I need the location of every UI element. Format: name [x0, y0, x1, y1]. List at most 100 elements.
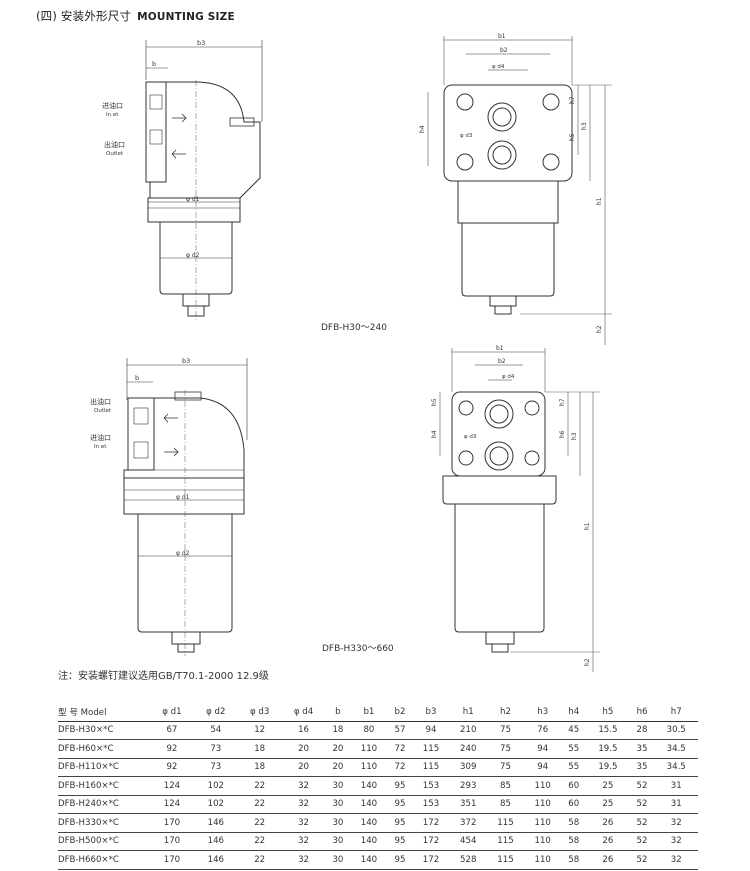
table-header-cell: φ d1 [150, 703, 194, 722]
table-cell: DFB-H160×*C [58, 776, 150, 796]
table-cell: 28 [629, 721, 655, 740]
label-inlet-en: In et [106, 112, 119, 118]
table-cell: 95 [387, 850, 413, 870]
table-cell: 309 [449, 758, 487, 777]
table-cell: 22 [237, 850, 282, 870]
table-cell: 32 [654, 850, 698, 870]
table-cell: 80 [350, 721, 388, 740]
dim-h7-large: h7 [559, 398, 566, 406]
table-cell: 22 [237, 795, 282, 814]
dim-d1-large: φ d1 [176, 494, 190, 501]
table-cell: 73 [193, 739, 238, 759]
table-cell: 34.5 [654, 758, 698, 777]
side-view-large: b3 b φ d1 φ d2 出油口 Outlet 进油口 In et [90, 357, 248, 656]
table-cell: 170 [150, 813, 194, 833]
table-cell: 55 [561, 758, 587, 777]
table-cell: 52 [629, 850, 655, 870]
label-inlet-cn: 进油口 [102, 101, 123, 110]
table-cell: 102 [193, 795, 238, 814]
dim-b-large: b [135, 374, 139, 382]
table-header-cell: h2 [486, 703, 525, 722]
table-cell: 16 [281, 721, 326, 740]
dim-d4-large: φ d4 [502, 374, 515, 380]
table-cell: 76 [524, 721, 562, 740]
table-cell: 12 [237, 721, 282, 740]
dim-d2-large: φ d2 [176, 550, 190, 557]
table-cell: DFB-H500×*C [58, 832, 150, 851]
table-cell: 140 [350, 850, 388, 870]
table-cell: 115 [412, 739, 450, 759]
dim-h3-large: h3 [571, 432, 578, 440]
dim-h2: h2 [596, 325, 603, 333]
label-inlet-en-large: In et [94, 444, 107, 450]
table-cell: 172 [412, 850, 450, 870]
dim-b1: b1 [498, 33, 506, 40]
table-cell: 146 [193, 813, 238, 833]
table-cell: DFB-H660×*C [58, 850, 150, 870]
table-cell: 170 [150, 832, 194, 851]
table-header-cell: b1 [350, 703, 388, 722]
table-cell: 15.5 [586, 721, 630, 740]
table-cell: 146 [193, 832, 238, 851]
table-cell: 26 [586, 850, 630, 870]
front-view-small: b1 b2 φ d4 φ d3 h4 h7 h5 h3 h1 h2 [419, 33, 612, 345]
table-cell: 115 [412, 758, 450, 777]
table-cell: 52 [629, 813, 655, 833]
table-cell: DFB-H240×*C [58, 795, 150, 814]
table-cell: 94 [524, 739, 562, 759]
table-cell: 18 [237, 739, 282, 759]
table-header-cell: h5 [586, 703, 630, 722]
table-cell: 22 [237, 832, 282, 851]
table-cell: 210 [449, 721, 487, 740]
table-header-cell: h4 [561, 703, 587, 722]
table-cell: 45 [561, 721, 587, 740]
table-cell: DFB-H30×*C [58, 721, 150, 740]
table-cell: 72 [387, 739, 413, 759]
table-cell: 35 [629, 739, 655, 759]
table-cell: 19.5 [586, 739, 630, 759]
table-cell: 72 [387, 758, 413, 777]
dim-b2: b2 [500, 47, 508, 54]
table-cell: 75 [486, 758, 525, 777]
table-cell: 22 [237, 813, 282, 833]
table-cell: 172 [412, 813, 450, 833]
table-cell: DFB-H60×*C [58, 739, 150, 759]
table-header-cell: h7 [654, 703, 698, 722]
table-cell: 34.5 [654, 739, 698, 759]
table-cell: 18 [237, 758, 282, 777]
label-outlet-en: Outlet [106, 151, 124, 157]
table-cell: 58 [561, 813, 587, 833]
table-cell: 32 [281, 850, 326, 870]
table-cell: 32 [654, 813, 698, 833]
table-cell: 293 [449, 776, 487, 796]
table-cell: 67 [150, 721, 194, 740]
header-title-cn: (四) 安装外形尺寸 [36, 9, 132, 23]
table-cell: 110 [524, 832, 562, 851]
label-outlet-cn-large: 出油口 [90, 397, 111, 406]
table-cell: 454 [449, 832, 487, 851]
table-cell: 95 [387, 795, 413, 814]
dim-h1: h1 [596, 197, 603, 205]
header-title-en: MOUNTING SIZE [137, 11, 235, 23]
label-outlet-en-large: Outlet [94, 408, 112, 414]
table-cell: 102 [193, 776, 238, 796]
table-cell: 30 [325, 776, 351, 796]
table-cell: 20 [281, 739, 326, 759]
dim-d3-large: φ d3 [464, 434, 477, 440]
table-cell: 110 [524, 776, 562, 796]
table-cell: 30 [325, 795, 351, 814]
table-cell: 32 [281, 795, 326, 814]
caption-small-series: DFB-H30～240 [321, 323, 387, 333]
table-cell: 110 [350, 758, 388, 777]
table-cell: 124 [150, 795, 194, 814]
table-header-cell: h3 [524, 703, 562, 722]
table-cell: 26 [586, 813, 630, 833]
table-cell: 25 [586, 795, 630, 814]
label-inlet-cn-large: 进油口 [90, 433, 111, 442]
table-cell: 124 [150, 776, 194, 796]
